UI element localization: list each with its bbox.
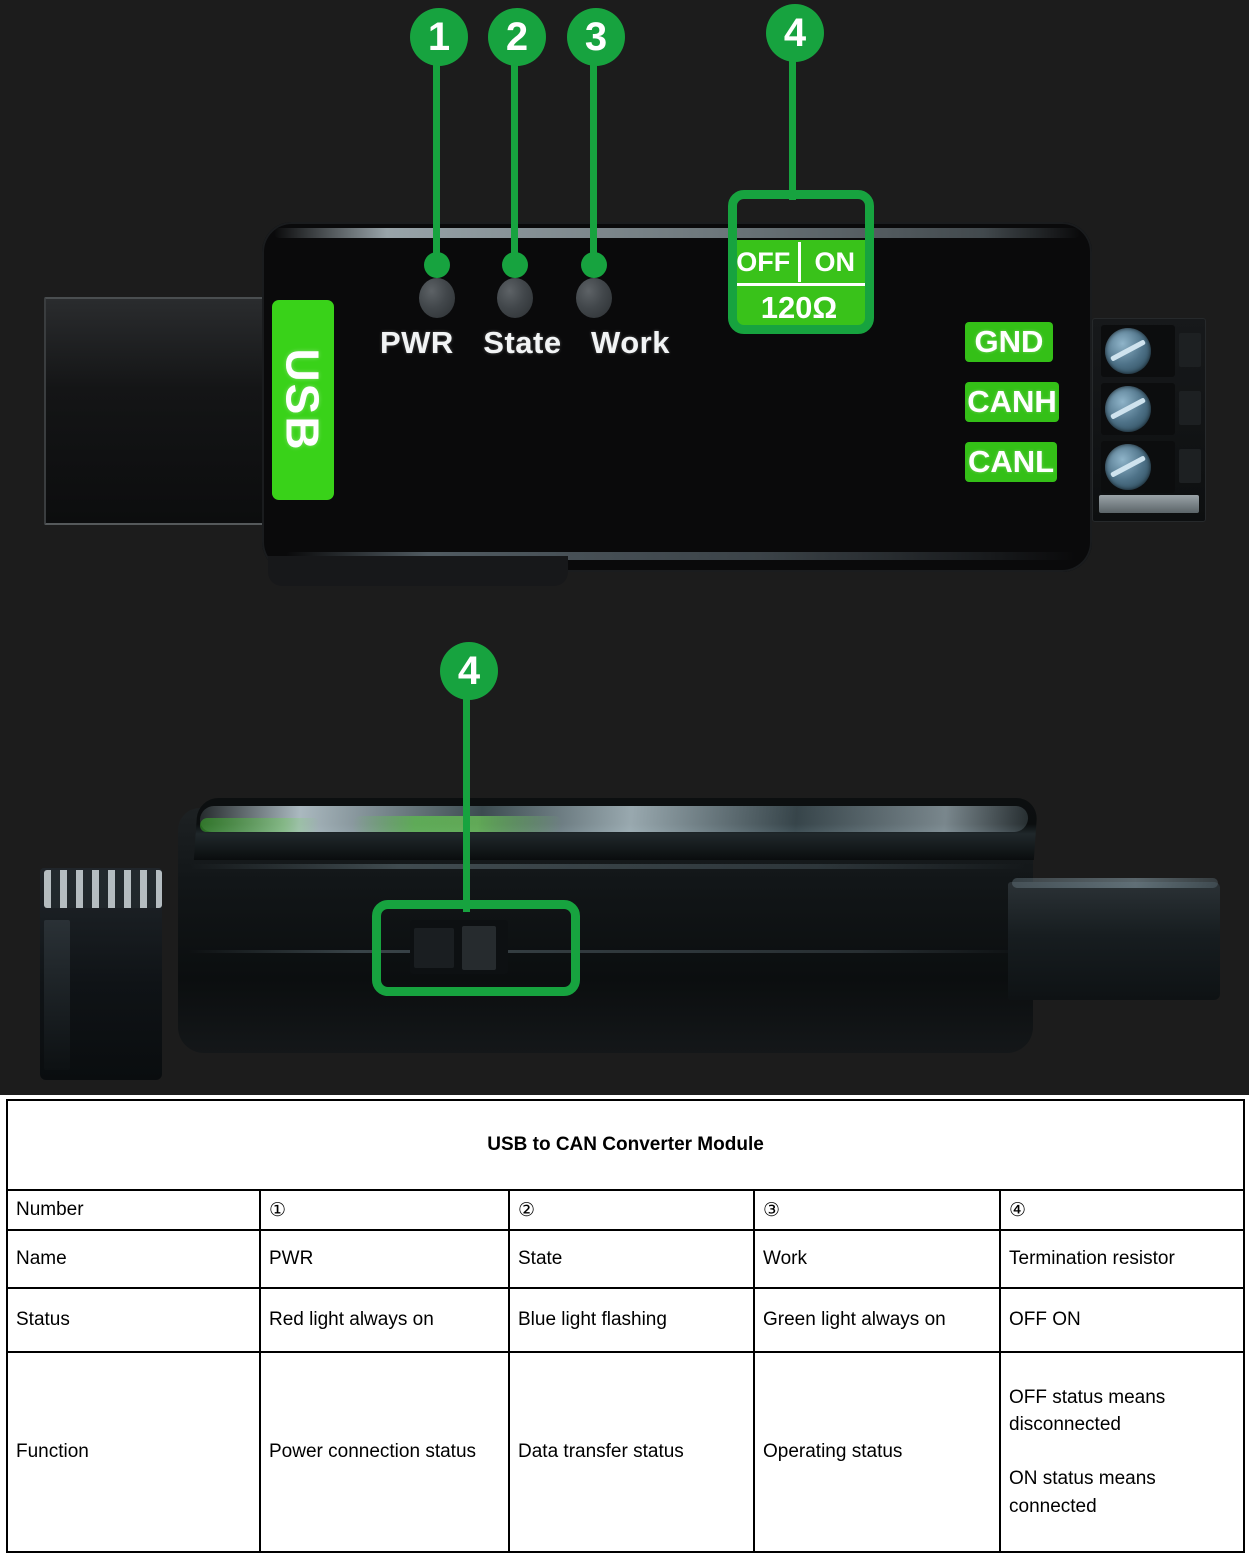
enclosure-side-green-reflection bbox=[351, 816, 563, 832]
row-header-number: Number bbox=[6, 1189, 261, 1231]
terminal-tab-3 bbox=[1179, 449, 1201, 483]
port-label-canl: CANL bbox=[965, 442, 1057, 482]
module-top-view: USB PWR State Work OFF ON 120Ω GND CANH … bbox=[0, 0, 1249, 620]
fn4-line2: disconnected bbox=[1009, 1414, 1121, 1436]
callout-dot-2 bbox=[502, 252, 528, 278]
enclosure-top-highlight bbox=[274, 228, 1080, 238]
screw-terminal-block bbox=[1092, 318, 1206, 522]
callout-badge-2: 2 bbox=[488, 8, 546, 66]
terminal-screw-1 bbox=[1105, 328, 1151, 374]
table-row-function: Function Power connection status Data tr… bbox=[6, 1351, 1246, 1553]
callout-dot-1 bbox=[424, 252, 450, 278]
cell-status-2: Blue light flashing bbox=[508, 1287, 755, 1353]
table-row-name: Name PWR State Work Termination resistor bbox=[6, 1229, 1246, 1289]
cell-name-4: Termination resistor bbox=[998, 1229, 1246, 1289]
cell-name-1: PWR bbox=[259, 1229, 510, 1289]
usb-silkscreen-label: USB bbox=[272, 300, 334, 500]
row-header-status: Status bbox=[6, 1287, 261, 1353]
usb-label-text: USB bbox=[277, 348, 329, 452]
dip-switch-key-2 bbox=[462, 926, 496, 970]
callout-leader-2 bbox=[511, 62, 518, 270]
enclosure-side-gloss bbox=[199, 806, 1029, 832]
termination-dip-switch bbox=[410, 920, 508, 974]
table-title: USB to CAN Converter Module bbox=[5, 1099, 1246, 1191]
led-work bbox=[576, 278, 612, 318]
cell-number-4: ④ bbox=[998, 1189, 1246, 1231]
termination-silk-row-offon: OFF ON bbox=[729, 240, 869, 286]
module-side-view: 4 bbox=[0, 620, 1249, 1095]
termination-value-text: 120Ω bbox=[760, 290, 838, 325]
table-title-row: USB to CAN Converter Module bbox=[5, 1099, 1246, 1191]
callout-badge-4-side: 4 bbox=[440, 642, 498, 700]
cell-status-3: Green light always on bbox=[753, 1287, 1001, 1353]
callout-badge-4: 4 bbox=[766, 4, 824, 62]
spec-table-area: USB to CAN Converter Module Number ① ② ③… bbox=[0, 1095, 1249, 1553]
port-label-canh: CANH bbox=[965, 382, 1059, 422]
usb-connector-side-highlight bbox=[1012, 878, 1218, 888]
callout-leader-1 bbox=[433, 62, 440, 270]
cell-function-3: Operating status bbox=[753, 1351, 1001, 1553]
cell-number-3: ③ bbox=[753, 1189, 1001, 1231]
termination-off-text: OFF bbox=[729, 241, 801, 282]
callout-leader-4 bbox=[789, 58, 796, 200]
terminal-screw-3 bbox=[1105, 444, 1151, 490]
cell-status-1: Red light always on bbox=[259, 1287, 510, 1353]
row-header-function: Function bbox=[6, 1351, 261, 1553]
termination-on-text: ON bbox=[814, 246, 856, 277]
terminal-tab-2 bbox=[1179, 391, 1201, 425]
module-enclosure-top bbox=[262, 222, 1092, 572]
screw-terminal-block-side-top bbox=[44, 870, 162, 908]
led-state bbox=[497, 278, 533, 318]
led-label-group: PWR State Work bbox=[380, 325, 670, 361]
enclosure-side-seam bbox=[188, 950, 1028, 953]
port-label-gnd: GND bbox=[965, 322, 1053, 362]
table-row-status: Status Red light always on Blue light fl… bbox=[6, 1287, 1246, 1353]
callout-badge-1: 1 bbox=[410, 8, 468, 66]
led-pwr bbox=[419, 278, 455, 318]
callout-highlight-box-4 bbox=[728, 190, 874, 334]
led-label-pwr: PWR bbox=[380, 325, 454, 360]
terminal-block-foot bbox=[1099, 495, 1199, 513]
terminal-screw-2 bbox=[1105, 386, 1151, 432]
cell-function-2: Data transfer status bbox=[508, 1351, 755, 1553]
screw-terminal-block-side-notch bbox=[44, 920, 70, 1070]
spec-table: USB to CAN Converter Module Number ① ② ③… bbox=[5, 1099, 1246, 1553]
dip-switch-key-1 bbox=[414, 928, 454, 968]
cell-function-4: OFF status means disconnected ON status … bbox=[998, 1351, 1246, 1553]
enclosure-side-green-reflection-left bbox=[199, 818, 321, 832]
enclosure-bottom-highlight bbox=[286, 552, 1076, 560]
row-header-name: Name bbox=[6, 1229, 261, 1289]
callout-highlight-box-4-side bbox=[372, 900, 580, 996]
callout-leader-3 bbox=[590, 62, 597, 270]
fn4-line1: OFF status means bbox=[1009, 1386, 1166, 1408]
enclosure-side-bevel bbox=[190, 864, 1026, 869]
product-info-sheet: USB PWR State Work OFF ON 120Ω GND CANH … bbox=[0, 0, 1249, 1500]
terminal-tab-1 bbox=[1179, 333, 1201, 367]
led-label-state: State bbox=[483, 325, 562, 360]
callout-leader-4-side bbox=[463, 696, 470, 912]
product-photo-area: USB PWR State Work OFF ON 120Ω GND CANH … bbox=[0, 0, 1249, 1095]
fn4-line4: connected bbox=[1009, 1495, 1097, 1517]
termination-resistor-silkscreen: OFF ON 120Ω bbox=[729, 240, 869, 326]
fn4-line3: ON status means bbox=[1009, 1468, 1156, 1489]
cell-number-2: ② bbox=[508, 1189, 755, 1231]
table-row-number: Number ① ② ③ ④ bbox=[6, 1189, 1246, 1231]
callout-badge-3: 3 bbox=[567, 8, 625, 66]
usb-connector-side-view bbox=[1008, 882, 1220, 1000]
usb-connector-top-view bbox=[44, 297, 278, 525]
led-label-work: Work bbox=[591, 325, 670, 360]
cell-number-1: ① bbox=[259, 1189, 510, 1231]
enclosure-foot bbox=[268, 556, 568, 586]
cell-function-1: Power connection status bbox=[259, 1351, 510, 1553]
callout-dot-3 bbox=[581, 252, 607, 278]
cell-name-3: Work bbox=[753, 1229, 1001, 1289]
cell-name-2: State bbox=[508, 1229, 755, 1289]
cell-status-4: OFF ON bbox=[998, 1287, 1246, 1353]
fn4-spacer bbox=[1009, 1439, 1235, 1465]
